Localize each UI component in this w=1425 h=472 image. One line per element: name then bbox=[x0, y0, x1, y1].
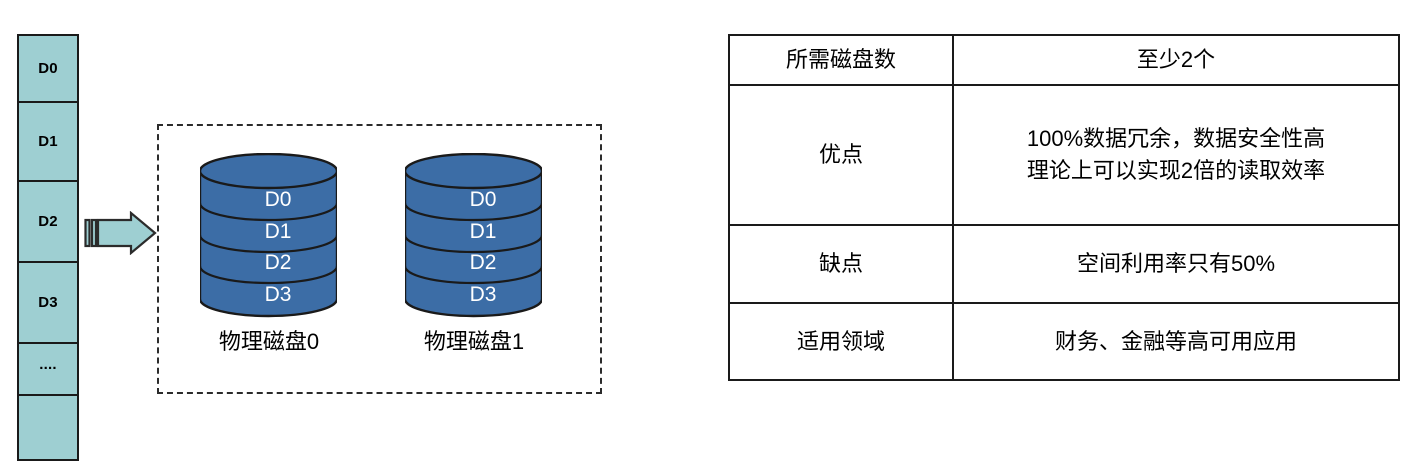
platter-label: D3 bbox=[470, 283, 497, 306]
spec-value-cell: 100%数据冗余，数据安全性高 理论上可以实现2倍的读取效率 bbox=[952, 84, 1400, 226]
data-block-cell: D1 bbox=[19, 103, 77, 182]
spec-value-cell: 空间利用率只有50% bbox=[952, 224, 1400, 304]
platter-label: D3 bbox=[265, 283, 292, 306]
physical-disk-0-icon: D0 D1 D2 D3 bbox=[200, 153, 337, 318]
spec-label-cell: 适用领域 bbox=[728, 302, 954, 381]
platter-label: D0 bbox=[265, 188, 292, 211]
spec-label-cell: 所需磁盘数 bbox=[728, 34, 954, 86]
physical-disk-1-label: 物理磁盘1 bbox=[423, 329, 525, 354]
data-block-cell-ellipsis: .... bbox=[19, 344, 77, 396]
spec-value-line: 至少2个 bbox=[1136, 47, 1216, 73]
data-block-cell-empty bbox=[19, 396, 77, 459]
platter-label: D0 bbox=[470, 188, 497, 211]
spec-value-line: 财务、金融等高可用应用 bbox=[1054, 328, 1297, 354]
table-row: 优点 100%数据冗余，数据安全性高 理论上可以实现2倍的读取效率 bbox=[728, 84, 1400, 226]
spec-value-cell: 至少2个 bbox=[952, 34, 1400, 86]
spec-label-cell: 优点 bbox=[728, 84, 954, 226]
raid-array-group-box: D0 D1 D2 D3 D0 D1 D2 D3 物理磁盘0 物理磁盘1 bbox=[157, 124, 602, 394]
data-flow-arrow-icon bbox=[84, 211, 157, 255]
spec-value-line: 100%数据冗余，数据安全性高 bbox=[1026, 126, 1326, 152]
data-block-cell: D3 bbox=[19, 263, 77, 344]
raid1-spec-table: 所需磁盘数 至少2个 优点 100%数据冗余，数据安全性高 理论上可以实现2倍的… bbox=[728, 34, 1400, 381]
platter-label: D1 bbox=[265, 220, 292, 243]
table-row: 缺点 空间利用率只有50% bbox=[728, 224, 1400, 304]
physical-disk-1-icon: D0 D1 D2 D3 bbox=[405, 153, 542, 318]
platter-label: D2 bbox=[470, 251, 497, 274]
spec-value-cell: 财务、金融等高可用应用 bbox=[952, 302, 1400, 381]
physical-disk-0-label: 物理磁盘0 bbox=[218, 329, 320, 354]
incoming-data-block-column: D0 D1 D2 D3 .... bbox=[17, 34, 79, 461]
table-row: 所需磁盘数 至少2个 bbox=[728, 34, 1400, 86]
platter-label: D2 bbox=[265, 251, 292, 274]
data-block-cell: D0 bbox=[19, 36, 77, 103]
spec-label-cell: 缺点 bbox=[728, 224, 954, 304]
platter-label: D1 bbox=[470, 220, 497, 243]
spec-value-line: 理论上可以实现2倍的读取效率 bbox=[1026, 158, 1326, 183]
table-row: 适用领域 财务、金融等高可用应用 bbox=[728, 302, 1400, 381]
spec-value-line: 空间利用率只有50% bbox=[1076, 251, 1276, 277]
data-block-cell: D2 bbox=[19, 182, 77, 263]
